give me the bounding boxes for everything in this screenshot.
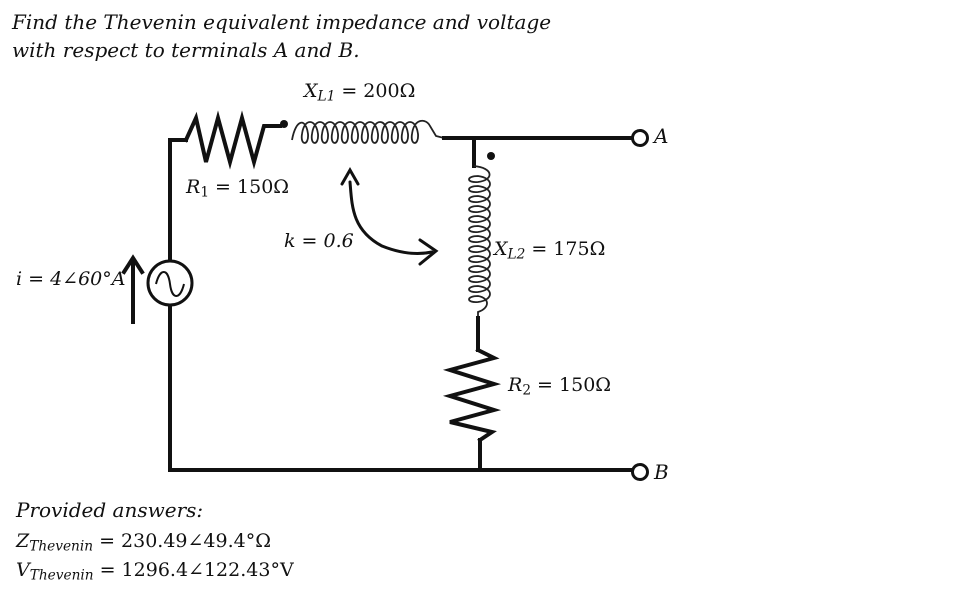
l2-inductor: [468, 165, 491, 318]
xl1-symbol: X: [304, 80, 318, 102]
xl2-symbol: X: [494, 238, 508, 260]
r2-resistor: [442, 347, 502, 443]
answers-heading: Provided answers:: [16, 498, 204, 522]
r1-resistor: [183, 110, 282, 170]
r1-value: = 150Ω: [209, 176, 290, 198]
terminal-b-node[interactable]: [631, 463, 649, 481]
coupling-label: k = 0.6: [284, 230, 354, 252]
v-symbol: V: [16, 559, 30, 581]
current-arrow: [121, 254, 145, 324]
ac-source-sine: [155, 271, 185, 297]
terminal-a-node[interactable]: [631, 129, 649, 147]
r1-label: R1 = 150Ω: [186, 176, 289, 200]
terminal-a-label: A: [654, 124, 669, 148]
xl2-value: = 175Ω: [525, 238, 606, 260]
coupling-arrowhead-right: [418, 238, 439, 266]
answer-v: VThevenin = 1296.4∠122.43°V: [16, 559, 294, 583]
r1-subscript: 1: [200, 184, 210, 201]
answer-z: ZThevenin = 230.49∠49.4°Ω: [16, 530, 271, 554]
l1-inductor: [291, 119, 445, 144]
xl2-subscript: L2: [507, 246, 526, 263]
coupling-arrowhead-top: [340, 166, 360, 186]
problem-line-1: Find the Thevenin equivalent impedance a…: [12, 10, 552, 34]
terminal-b-label: B: [654, 460, 669, 484]
xl1-subscript: L1: [317, 88, 336, 105]
xl2-label: XL2 = 175Ω: [494, 238, 605, 262]
l2-polarity-dot: [487, 152, 495, 160]
l1-polarity-dot: [280, 120, 288, 128]
z-symbol: Z: [16, 530, 30, 552]
xl1-label: XL1 = 200Ω: [304, 80, 415, 104]
source-label: i = 4∠60°A: [16, 268, 126, 290]
r1-symbol: R: [186, 176, 201, 198]
r2-value: = 150Ω: [531, 374, 612, 396]
r2-symbol: R: [508, 374, 523, 396]
v-value: = 1296.4∠122.43°V: [93, 559, 294, 581]
coupling-arrow: [348, 180, 434, 256]
r2-subscript: 2: [522, 382, 532, 399]
v-subscript: Thevenin: [29, 567, 94, 584]
r2-label: R2 = 150Ω: [508, 374, 611, 398]
z-subscript: Thevenin: [29, 538, 94, 555]
problem-line-2: with respect to terminals A and B.: [12, 38, 360, 62]
xl1-value: = 200Ω: [335, 80, 416, 102]
z-value: = 230.49∠49.4°Ω: [93, 530, 271, 552]
